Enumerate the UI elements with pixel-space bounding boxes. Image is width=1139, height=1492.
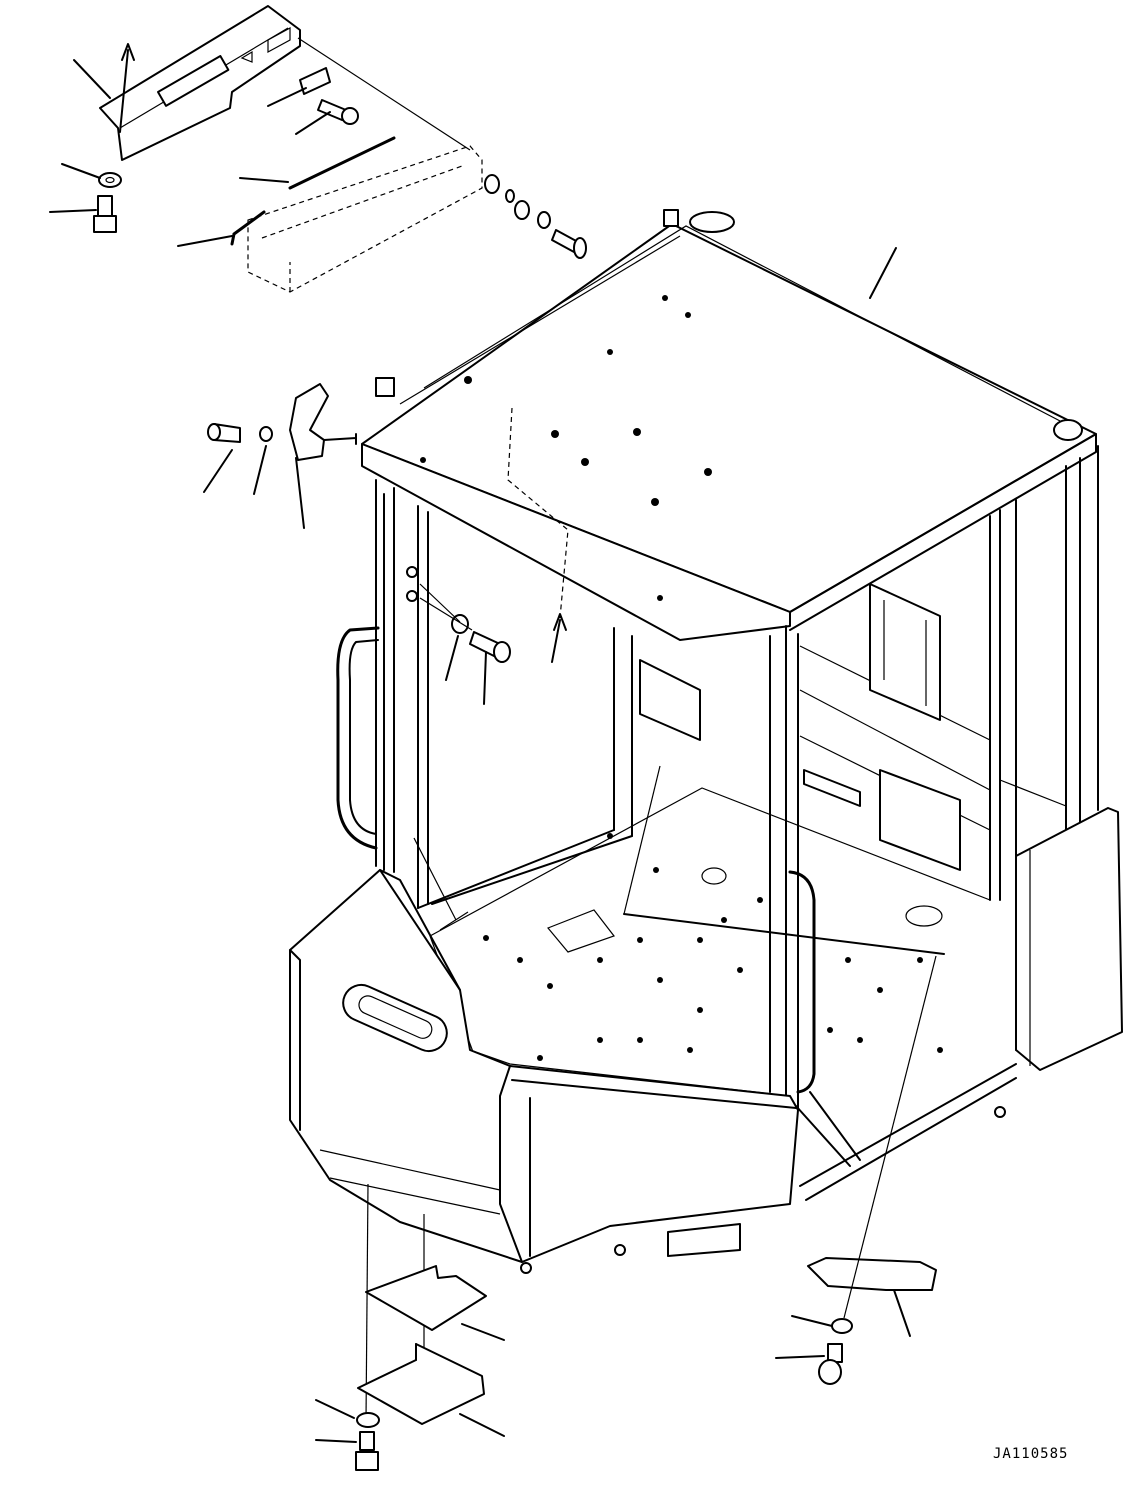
drawing-reference-code: JA110585 (993, 1446, 1069, 1462)
cab-frame (338, 446, 1098, 1108)
bottom-plates (316, 1184, 504, 1470)
cab-roof (362, 210, 1096, 662)
leader-lines (50, 60, 330, 246)
lower-console (290, 808, 1122, 1273)
side-bracket (204, 384, 356, 528)
floor-holes (483, 833, 943, 1061)
step-assembly (776, 956, 936, 1384)
pillar-fasteners (407, 567, 510, 704)
top-bracket-assembly (94, 6, 586, 292)
